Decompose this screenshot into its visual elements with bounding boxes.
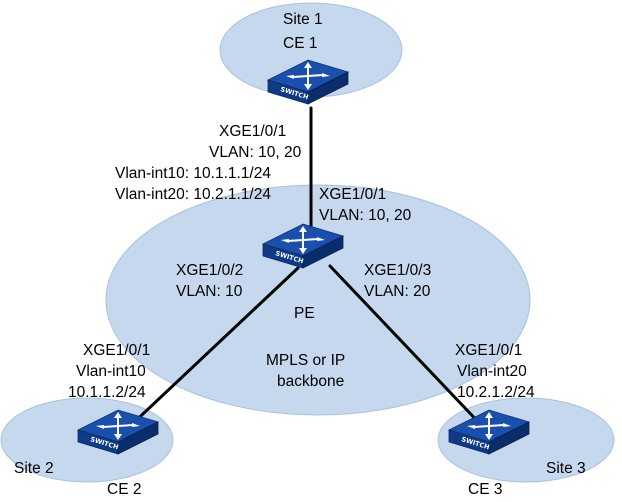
- ce3-ip-label: 10.2.1.2/24: [457, 384, 535, 401]
- site1-label: Site 1: [283, 11, 323, 28]
- pe-vlan-left-label: VLAN: 10: [176, 283, 243, 300]
- ce1-port-label: XGE1/0/1: [219, 123, 286, 140]
- pe-vlan-right-label: VLAN: 20: [364, 283, 431, 300]
- link-pe-ce2: [126, 266, 300, 430]
- ce2-ip-label: 10.1.1.2/24: [68, 384, 146, 401]
- ce1-vlan-label: VLAN: 10, 20: [209, 144, 302, 161]
- link-pe-ce3: [328, 264, 486, 430]
- ce2-port-label: XGE1/0/1: [83, 342, 150, 359]
- pe-port-top-label: XGE1/0/1: [319, 186, 386, 203]
- ce3-port-label: XGE1/0/1: [455, 342, 522, 359]
- ce2-label: CE 2: [107, 481, 141, 498]
- pe-port-left-label: XGE1/0/2: [176, 262, 243, 279]
- pe-label: PE: [294, 305, 315, 322]
- ce2-vlan-int-label: Vlan-int10: [76, 363, 146, 380]
- site3-label: Site 3: [546, 460, 586, 477]
- backbone-label-line1: MPLS or IP: [266, 352, 345, 369]
- ce1-label: CE 1: [283, 35, 317, 52]
- backbone-area: [105, 184, 531, 416]
- pe-port-right-label: XGE1/0/3: [364, 262, 431, 279]
- backbone-label-line2: backbone: [277, 373, 344, 390]
- ce1-vlan-int20-label: Vlan-int20: 10.2.1.1/24: [115, 186, 271, 203]
- ce3-vlan-int-label: Vlan-int20: [457, 363, 527, 380]
- pe-vlan-top-label: VLAN: 10, 20: [319, 207, 412, 224]
- site2-label: Site 2: [14, 460, 54, 477]
- ce1-vlan-int10-label: Vlan-int10: 10.1.1.1/24: [115, 165, 271, 182]
- ce3-label: CE 3: [468, 481, 502, 498]
